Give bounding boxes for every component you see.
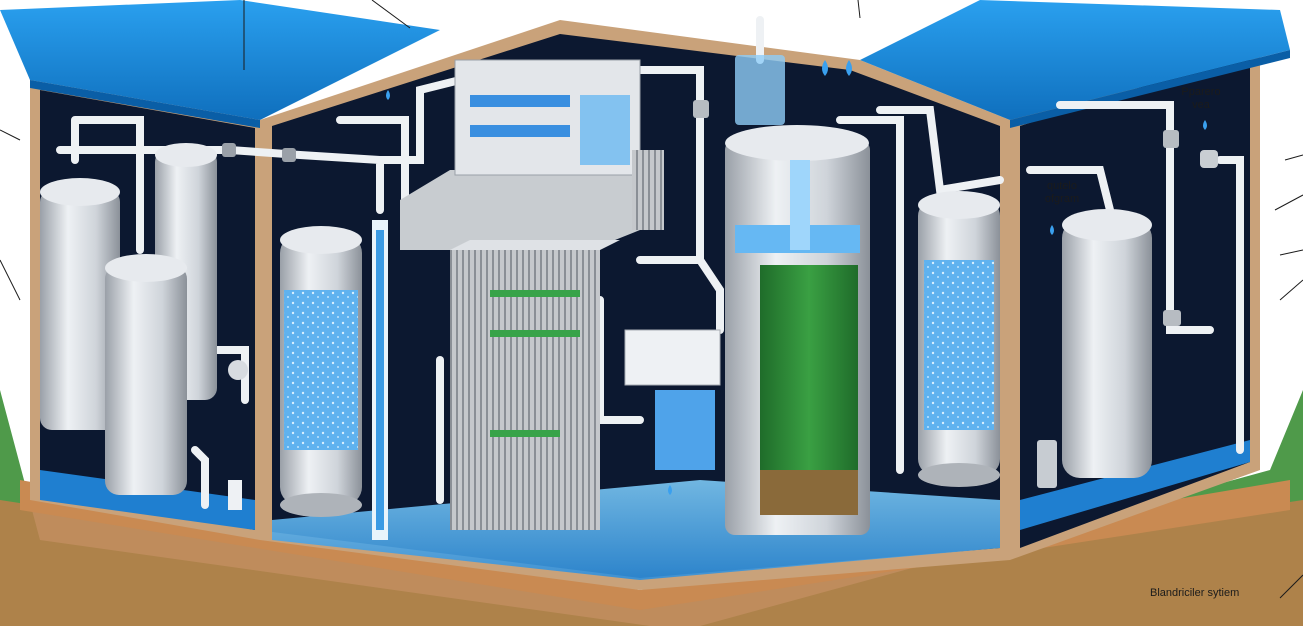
clarifier-tank <box>725 55 870 535</box>
label-top-right: Pparero vea <box>1166 86 1236 112</box>
label-top-right-line-2: vea <box>1192 99 1210 111</box>
filter-rack-icon <box>400 59 721 530</box>
label-middle-right-line-2: ofgram <box>1044 193 1080 205</box>
media-filter-tank <box>918 191 1000 487</box>
droplet-icon <box>386 60 1207 495</box>
label-middle-right: qutelo ofgram <box>1026 180 1098 206</box>
storage-tank <box>1037 209 1152 488</box>
callout-lines <box>0 0 1303 599</box>
water-tank <box>280 220 388 540</box>
pipe-network <box>56 16 1244 509</box>
label-top-right-line-1: Pparero <box>1181 86 1221 98</box>
valve-icon <box>222 100 1218 380</box>
label-bottom-right: Blandriciler sytiem <box>1150 587 1240 599</box>
label-middle-right-line-1: qutelo <box>1047 180 1077 192</box>
tank-icon <box>40 143 242 510</box>
